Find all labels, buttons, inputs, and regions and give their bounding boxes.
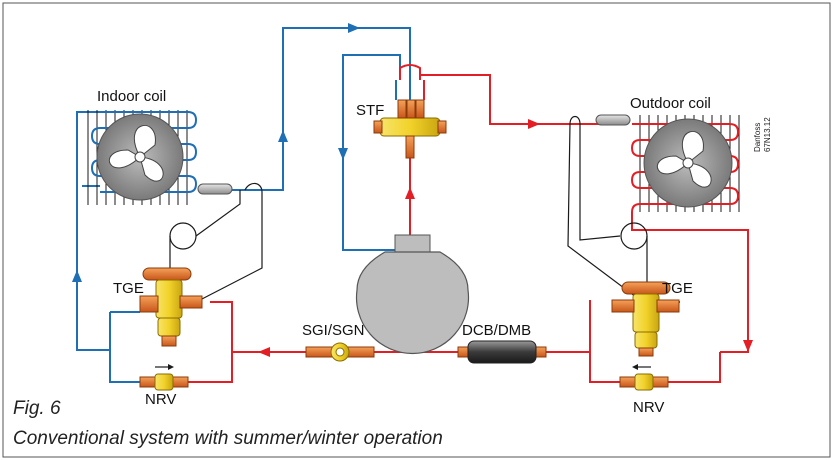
nrv-right-valve: [619, 364, 669, 391]
figure-caption: Conventional system with summer/winter o…: [13, 428, 443, 449]
pipe-right-nrv-right: [658, 352, 721, 383]
drawing-code-label: 67N13.12: [763, 117, 772, 152]
brand-label: Danfoss: [753, 123, 762, 152]
outdoor-sensing-bulb: [595, 114, 631, 126]
sight-glass: [305, 342, 375, 362]
arrow-up-red: [405, 187, 415, 199]
pipe-stf-red-loop: [399, 64, 421, 80]
nrv-right-label: NRV: [633, 399, 664, 416]
indoor-sensing-bulb: [197, 183, 233, 195]
outdoor-coil: [630, 115, 740, 231]
nrv-left-valve: [139, 364, 189, 391]
compressor: [355, 234, 470, 354]
indoor-coil-label: Indoor coil: [97, 88, 166, 105]
nrv-left-label: NRV: [145, 391, 176, 408]
outdoor-coil-label: Outdoor coil: [630, 95, 711, 112]
pipe-stf-to-compressor: [342, 54, 401, 251]
arrow-down-red: [743, 340, 753, 352]
stf-valve: [373, 80, 447, 159]
filter-drier: [457, 340, 547, 364]
stf-label: STF: [356, 102, 384, 119]
nrv-right-direction-icon: [632, 364, 638, 370]
dcb-dmb-label: DCB/DMB: [462, 322, 531, 339]
compressor-body: [355, 251, 470, 354]
pipe-left-nrv-loop: [109, 312, 147, 383]
sgi-sgn-label: SGI/SGN: [302, 322, 365, 339]
tge-left-label: TGE: [113, 280, 144, 297]
arrow-right-blue: [348, 23, 360, 33]
figure-number: Fig. 6: [13, 398, 61, 419]
tge-left-valve: [139, 267, 203, 347]
arrow-up-blue-2: [72, 270, 82, 282]
pipe-indoor-to-stf: [232, 27, 411, 191]
tge-right-valve: [611, 281, 680, 357]
tge-right-label: TGE: [662, 280, 693, 297]
pipe-left-nrv-red: [185, 352, 233, 383]
indoor-coil: [87, 110, 198, 205]
stf-body: [379, 117, 441, 137]
arrow-down-blue: [338, 148, 348, 160]
nrv-left-direction-icon: [168, 364, 174, 370]
arrow-left-red: [258, 347, 270, 357]
pipe-outdoor-down: [720, 229, 749, 353]
arrow-up-blue-1: [278, 130, 288, 142]
arrow-right-red: [528, 119, 540, 129]
pipe-right-nrv-left: [589, 300, 622, 383]
pipe-tge-left-out: [210, 301, 233, 352]
